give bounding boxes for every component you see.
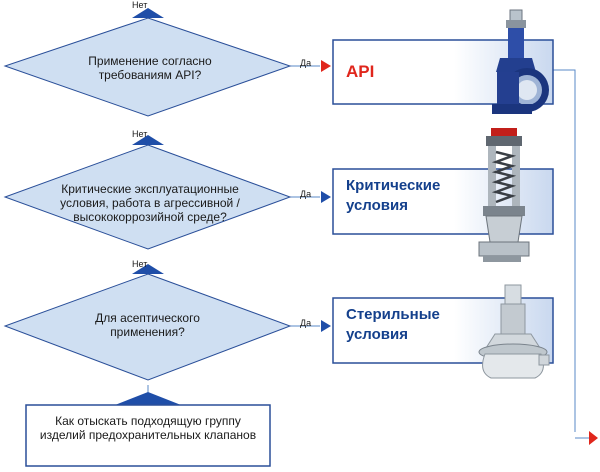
decision-diamond-3 <box>3 273 292 381</box>
decision-diamond-2 <box>3 144 292 250</box>
yes-arrow-1 <box>321 60 331 72</box>
yes-arrow-3 <box>321 320 331 332</box>
yes-arrow-2 <box>321 191 331 203</box>
valve-image-critical <box>478 128 530 262</box>
decision-2-question: Критические эксплуатационные условия, ра… <box>60 182 240 224</box>
result-label-sterile: Стерильные условия <box>346 306 440 343</box>
start-arrow <box>115 392 181 405</box>
no-arrow-1 <box>132 8 164 18</box>
valve-image-api <box>492 9 549 114</box>
decision-3-no-label: Нет <box>132 259 148 269</box>
decision-2-no-label: Нет <box>132 129 148 139</box>
final-arrow <box>589 431 598 445</box>
start-box-text: Как отыскать подходящую группу изделий п… <box>39 414 257 442</box>
decision-3-question: Для асептического применения? <box>95 311 200 339</box>
decision-1-yes-label: Да <box>300 58 312 68</box>
decision-3-yes-label: Да <box>300 318 312 328</box>
decision-1-no-label: Нет <box>132 0 148 10</box>
start-box <box>25 404 271 467</box>
decision-2-yes-label: Да <box>300 189 312 199</box>
valve-image-sterile <box>478 284 550 379</box>
decision-diamond-1 <box>3 17 292 117</box>
no-arrow-2 <box>132 135 164 145</box>
no-arrow-3 <box>132 264 164 274</box>
result-label-critical: Критические условия <box>346 177 441 214</box>
result-label-api: API <box>346 62 375 81</box>
decision-1-question: Применение согласно требованиям API? <box>88 54 212 82</box>
